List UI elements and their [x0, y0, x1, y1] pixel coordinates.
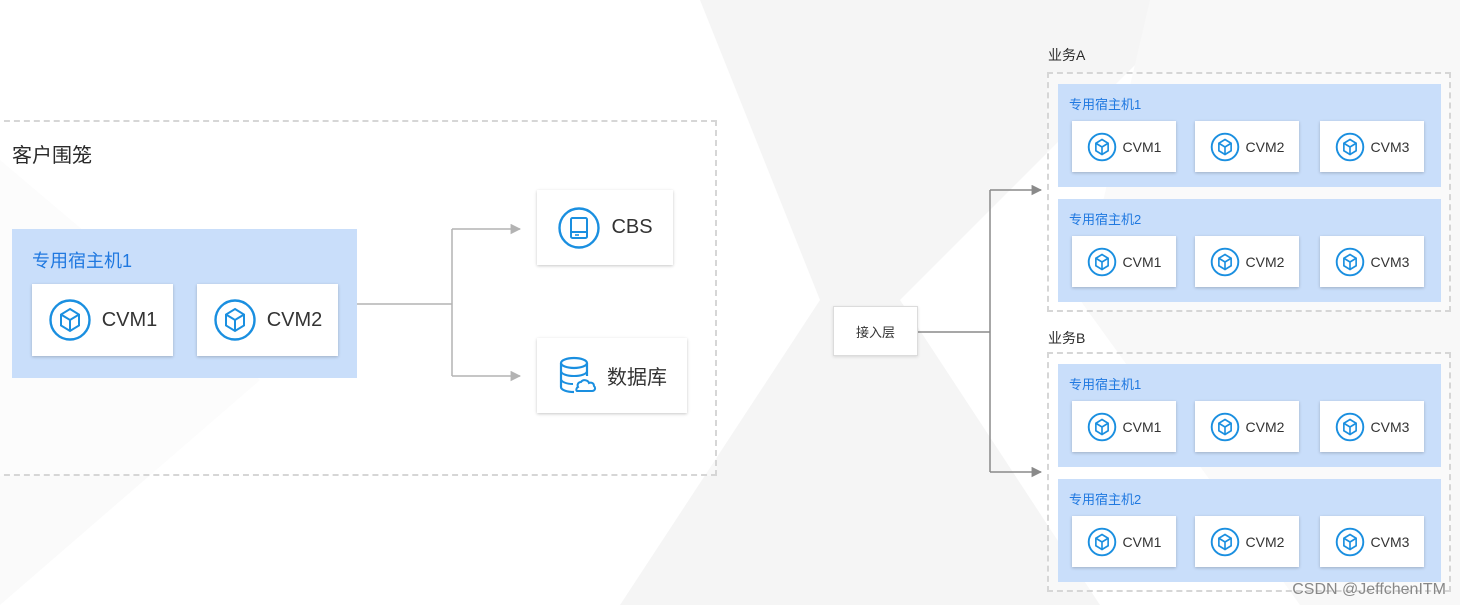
- cvm-icon: [1335, 247, 1364, 276]
- cvm-card[interactable]: CVM2: [197, 284, 338, 356]
- cvm-label: CVM3: [1370, 253, 1410, 270]
- cvm-icon: [1335, 132, 1364, 161]
- cbs-card[interactable]: CBS: [537, 190, 673, 265]
- host-title: 专用宿主机1: [1069, 97, 1142, 112]
- cbs-disk-icon: [558, 206, 601, 249]
- cvm-card[interactable]: CVM3: [1320, 401, 1424, 452]
- cvm-card[interactable]: CVM1: [32, 284, 173, 356]
- cvm-card[interactable]: CVM2: [1195, 121, 1299, 172]
- dedicated-host-card: 专用宿主机2 CVM1 CVM2 CVM3: [1058, 199, 1441, 302]
- cvm-card[interactable]: CVM2: [1195, 236, 1299, 287]
- cvm-icon: [1210, 527, 1239, 556]
- cvm-icon: [214, 299, 256, 341]
- cvm-label: CVM1: [1122, 418, 1162, 435]
- cvm-card[interactable]: CVM1: [1072, 236, 1176, 287]
- dedicated-host-1: 专用宿主机1 CVM1 CVM2: [12, 229, 357, 378]
- dedicated-host-card: 专用宿主机1 CVM1 CVM2 CVM3: [1058, 84, 1441, 187]
- cvm-label: CVM2: [1245, 253, 1285, 270]
- cvm-card[interactable]: CVM2: [1195, 401, 1299, 452]
- cvm-card[interactable]: CVM1: [1072, 516, 1176, 567]
- cvm-label: CVM3: [1370, 418, 1410, 435]
- cvm-icon: [1087, 247, 1116, 276]
- cvm-card[interactable]: CVM3: [1320, 121, 1424, 172]
- cvm-label: CVM3: [1370, 533, 1410, 550]
- watermark: CSDN @JeffchenITM: [1292, 581, 1446, 598]
- business-title: 业务B: [1048, 330, 1086, 346]
- cvm-label: CVM3: [1370, 138, 1410, 155]
- business-title: 业务A: [1048, 47, 1086, 63]
- database-label: 数据库: [607, 367, 667, 389]
- cvm-icon: [1335, 527, 1364, 556]
- cbs-label: CBS: [611, 216, 653, 238]
- cvm-label: CVM1: [1122, 138, 1162, 155]
- cvm-label: CVM2: [1245, 138, 1285, 155]
- cvm-card[interactable]: CVM2: [1195, 516, 1299, 567]
- cvm-label: CVM1: [1122, 533, 1162, 550]
- cvm-icon: [1210, 412, 1239, 441]
- dedicated-host-card: 专用宿主机1 CVM1 CVM2 CVM3: [1058, 364, 1441, 467]
- cvm-label: CVM2: [1245, 533, 1285, 550]
- host-title: 专用宿主机2: [1069, 212, 1142, 227]
- cvm-icon: [1087, 527, 1116, 556]
- cvm-icon: [49, 299, 91, 341]
- cvm-icon: [1210, 132, 1239, 161]
- cvm-card[interactable]: CVM3: [1320, 236, 1424, 287]
- host-title: 专用宿主机2: [1069, 492, 1142, 507]
- database-card[interactable]: 数据库: [537, 338, 687, 413]
- cvm-icon: [1335, 412, 1364, 441]
- customer-enclosure-title: 客户围笼: [12, 145, 92, 167]
- cvm-card[interactable]: CVM1: [1072, 121, 1176, 172]
- cvm-icon: [1087, 132, 1116, 161]
- cvm-icon: [1087, 412, 1116, 441]
- host-title: 专用宿主机1: [32, 251, 133, 271]
- access-layer-box[interactable]: 接入层: [833, 306, 918, 356]
- cvm-label: CVM1: [1122, 253, 1162, 270]
- cvm-label: CVM1: [101, 308, 158, 331]
- database-icon: [559, 356, 597, 393]
- cvm-label: CVM2: [266, 308, 323, 331]
- cvm-icon: [1210, 247, 1239, 276]
- cvm-card[interactable]: CVM3: [1320, 516, 1424, 567]
- cvm-label: CVM2: [1245, 418, 1285, 435]
- host-title: 专用宿主机1: [1069, 377, 1142, 392]
- cvm-card[interactable]: CVM1: [1072, 401, 1176, 452]
- dedicated-host-card: 专用宿主机2 CVM1 CVM2 CVM3: [1058, 479, 1441, 582]
